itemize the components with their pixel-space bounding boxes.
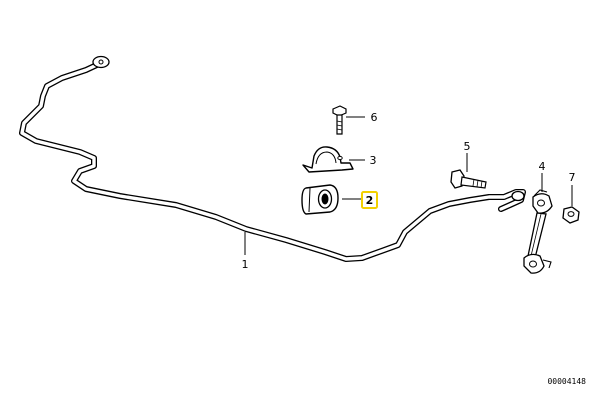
callout-3[interactable]: 3: [370, 154, 377, 167]
connecting-link[interactable]: [523, 189, 553, 274]
callout-2[interactable]: 2: [366, 194, 374, 207]
leader-lines: [244, 116, 573, 255]
callout-1[interactable]: 1: [242, 258, 249, 271]
callout-7[interactable]: 7: [569, 171, 576, 184]
hex-bolt[interactable]: [450, 169, 487, 189]
hex-nut[interactable]: [562, 206, 580, 224]
bracket-clamp[interactable]: [302, 146, 354, 173]
callout-4[interactable]: 4: [539, 160, 546, 173]
stabilizer-bar[interactable]: [19, 55, 526, 262]
small-bolt[interactable]: [332, 105, 347, 135]
rubber-mounting-bush[interactable]: [301, 184, 339, 215]
callout-6[interactable]: 6: [371, 111, 378, 124]
callout-5[interactable]: 5: [464, 140, 471, 153]
diagram-id: 00004148: [547, 377, 586, 386]
callout-2-highlight: [361, 191, 378, 209]
